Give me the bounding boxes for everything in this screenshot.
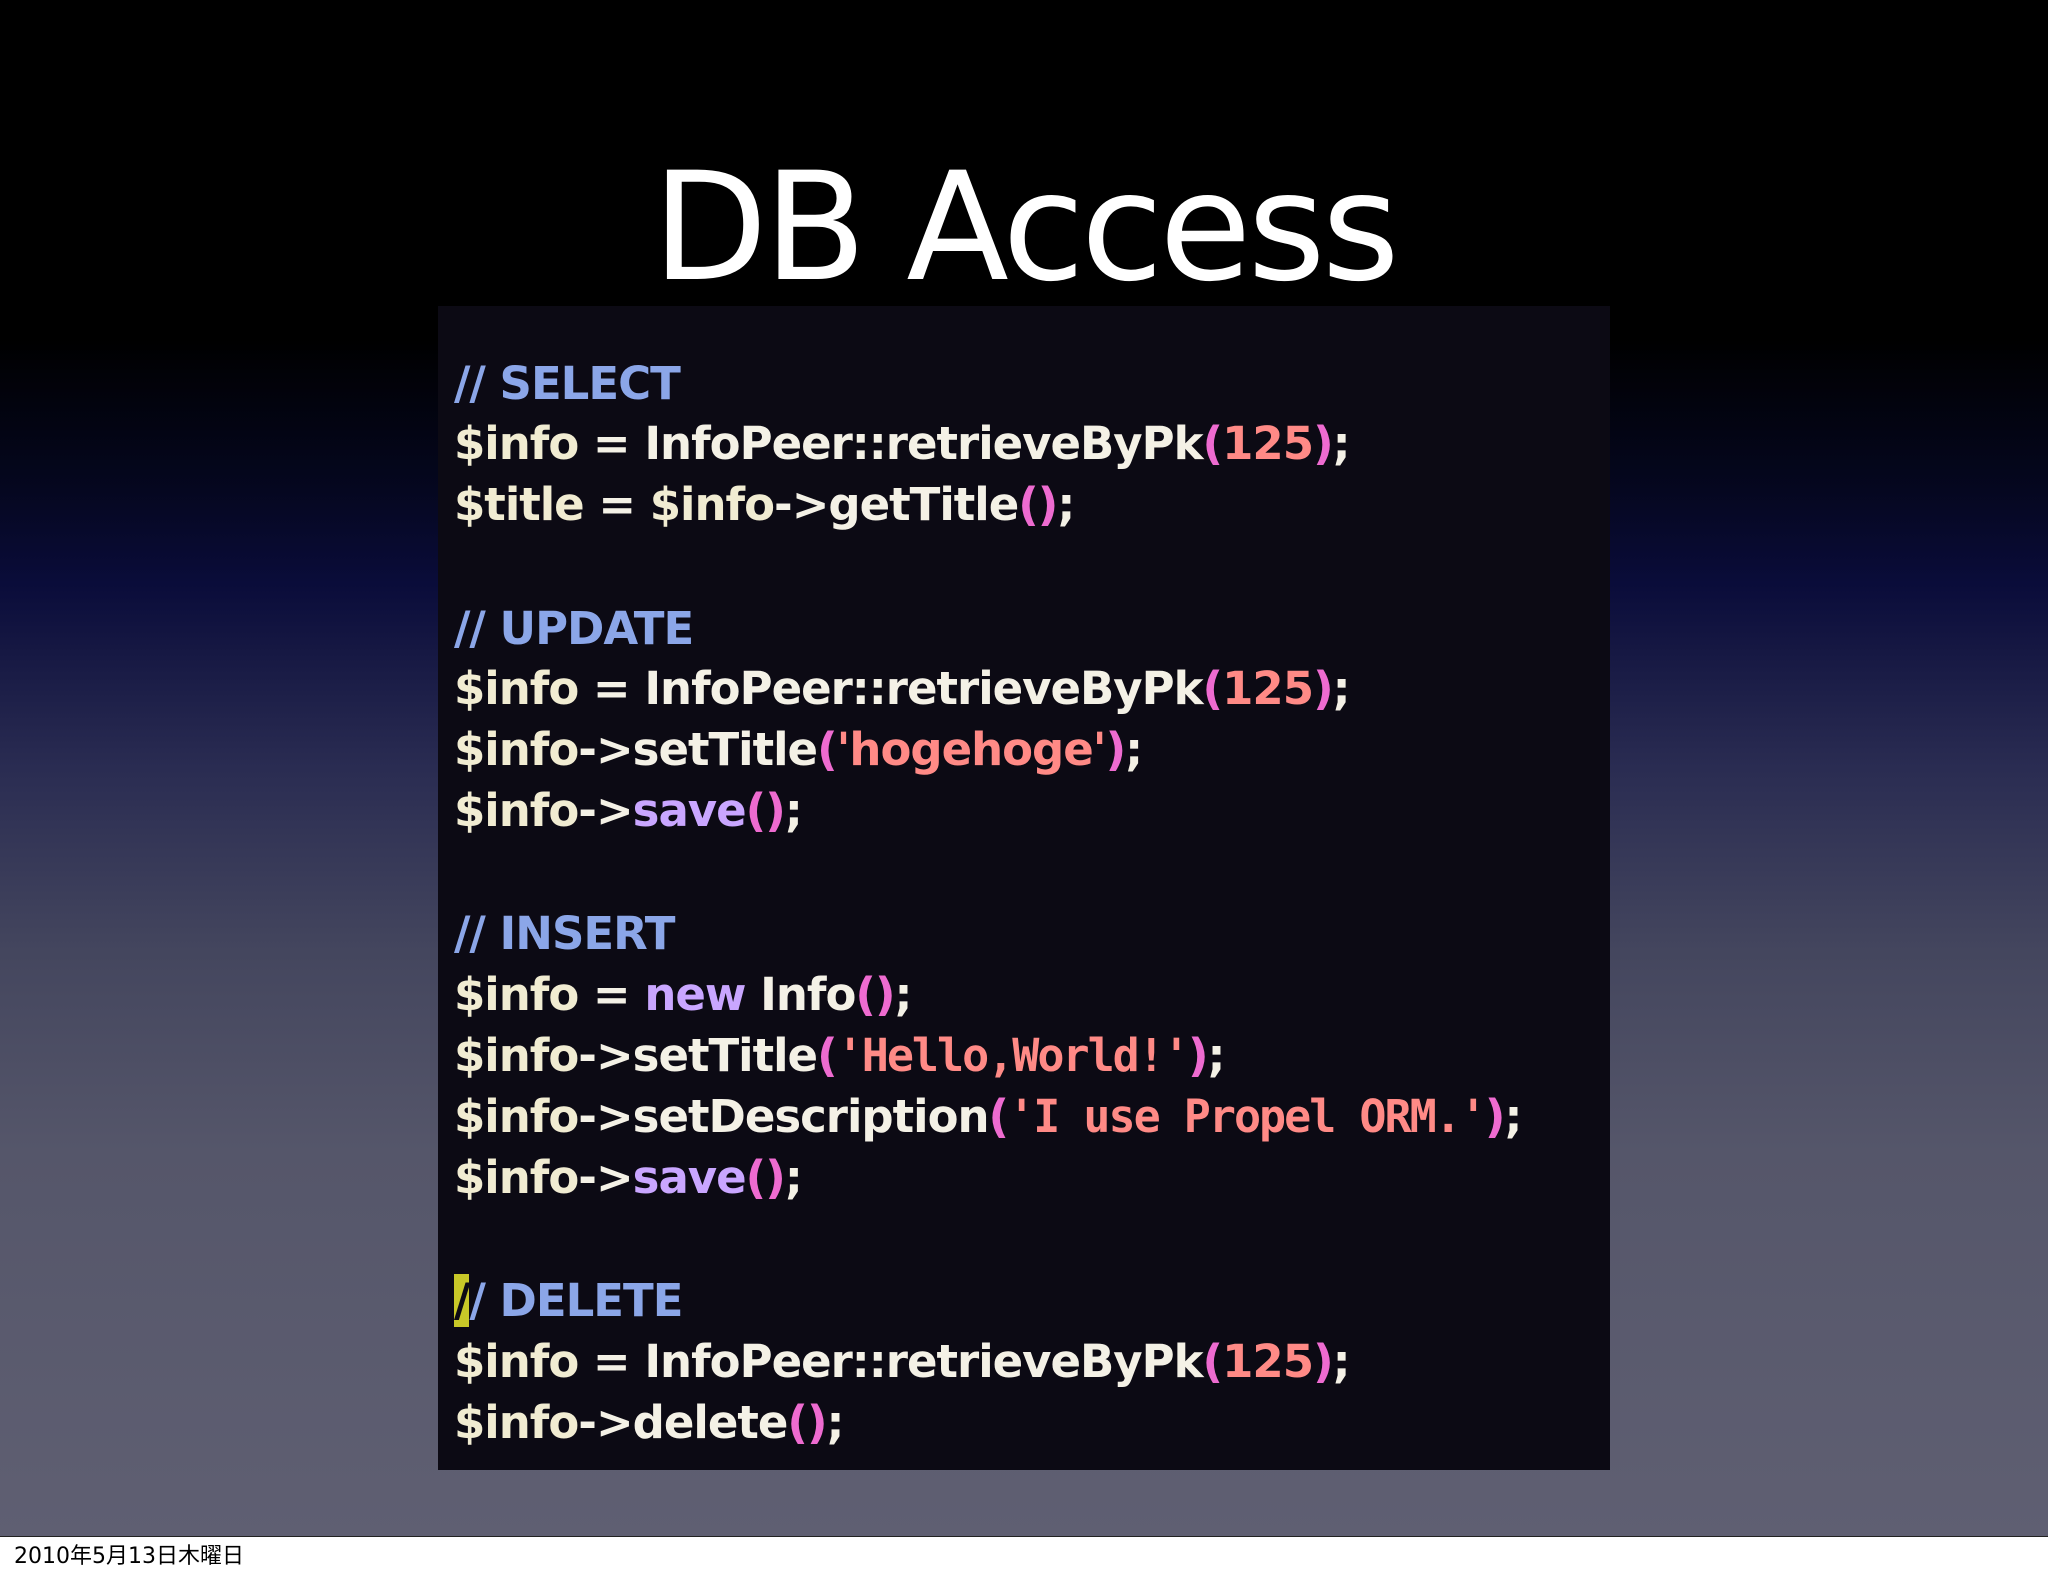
code-comment: // UPDATE bbox=[454, 602, 694, 655]
code-variable: $info bbox=[454, 662, 579, 715]
code-arrow: -> bbox=[578, 1396, 633, 1449]
code-operator: = bbox=[578, 1335, 645, 1388]
code-method: getTitle bbox=[828, 478, 1019, 531]
code-method: save bbox=[632, 784, 747, 837]
code-arrow: -> bbox=[578, 723, 633, 776]
code-variable: $info bbox=[454, 1335, 579, 1388]
code-semicolon: ; bbox=[1504, 1090, 1522, 1143]
slide: DB Access // SELECT $info = InfoPeer::re… bbox=[0, 0, 2048, 1536]
code-variable: $info bbox=[454, 1029, 579, 1082]
code-line-insert-1: $info = new Info(); bbox=[454, 967, 913, 1023]
code-paren: ) bbox=[1484, 1090, 1506, 1143]
code-paren: () bbox=[1018, 478, 1058, 531]
code-arrow: -> bbox=[578, 1029, 633, 1082]
code-paren: ) bbox=[1313, 662, 1334, 715]
code-operator: = bbox=[583, 478, 650, 531]
code-paren: ) bbox=[1187, 1029, 1209, 1082]
code-comment: / DELETE bbox=[469, 1274, 683, 1327]
code-arrow: -> bbox=[578, 784, 633, 837]
code-comment: // SELECT bbox=[454, 357, 681, 410]
code-call: InfoPeer::retrieveByPk bbox=[644, 417, 1203, 470]
code-number: 125 bbox=[1222, 662, 1314, 715]
code-paren: ( bbox=[817, 723, 838, 776]
code-line-insert-4: $info->save(); bbox=[454, 1150, 803, 1206]
code-operator: = bbox=[578, 968, 645, 1021]
code-screenshot: // SELECT $info = InfoPeer::retrieveByPk… bbox=[438, 306, 1610, 1470]
code-line-delete-2: $info->delete(); bbox=[454, 1395, 845, 1451]
slide-title: DB Access bbox=[652, 141, 1400, 315]
code-paren: ) bbox=[1313, 1335, 1334, 1388]
code-variable: $info bbox=[454, 1151, 579, 1204]
code-line-select-comment: // SELECT bbox=[454, 356, 681, 412]
code-semicolon: ; bbox=[1125, 723, 1143, 776]
code-line-update-1: $info = InfoPeer::retrieveByPk(125); bbox=[454, 661, 1351, 717]
code-string: 'I use Propel ORM.' bbox=[1008, 1090, 1487, 1143]
code-paren: () bbox=[787, 1396, 827, 1449]
code-line-update-3: $info->save(); bbox=[454, 783, 803, 839]
code-variable: $info bbox=[454, 1090, 579, 1143]
code-call: InfoPeer::retrieveByPk bbox=[644, 662, 1203, 715]
code-line-insert-3: $info->setDescription('I use Propel ORM.… bbox=[454, 1089, 1522, 1145]
code-semicolon: ; bbox=[1332, 417, 1351, 470]
code-number: 125 bbox=[1222, 1335, 1314, 1388]
code-line-select-2: $title = $info->getTitle(); bbox=[454, 477, 1075, 533]
code-method: setTitle bbox=[632, 1029, 818, 1082]
code-method: setTitle bbox=[632, 723, 818, 776]
code-method: save bbox=[632, 1151, 747, 1204]
code-semicolon: ; bbox=[1207, 1029, 1226, 1082]
code-variable: $info bbox=[454, 968, 579, 1021]
code-variable: $info bbox=[649, 478, 775, 531]
code-variable: $info bbox=[454, 417, 579, 470]
code-string: 'hogehoge' bbox=[836, 723, 1107, 776]
code-semicolon: ; bbox=[1057, 478, 1075, 531]
code-paren: () bbox=[745, 1151, 786, 1204]
code-semicolon: ; bbox=[826, 1396, 845, 1449]
code-variable: $info bbox=[454, 1396, 579, 1449]
code-line-delete-comment: // DELETE bbox=[454, 1273, 683, 1329]
code-paren: ( bbox=[988, 1090, 1010, 1143]
text-cursor: / bbox=[454, 1274, 470, 1327]
footer-bar: 2010年5月13日木曜日 bbox=[0, 1536, 2048, 1577]
code-string: 'Hello,World!' bbox=[836, 1029, 1190, 1082]
footer-date: 2010年5月13日木曜日 bbox=[14, 1544, 244, 1569]
code-keyword: new bbox=[644, 968, 746, 1021]
code-semicolon: ; bbox=[894, 968, 913, 1021]
code-variable: $info bbox=[454, 784, 579, 837]
code-arrow: -> bbox=[578, 1090, 633, 1143]
code-line-delete-1: $info = InfoPeer::retrieveByPk(125); bbox=[454, 1334, 1351, 1390]
code-arrow: -> bbox=[774, 478, 829, 531]
code-operator: = bbox=[578, 662, 645, 715]
code-variable: $title bbox=[454, 478, 585, 531]
code-paren: () bbox=[745, 784, 786, 837]
code-line-update-2: $info->setTitle('hogehoge'); bbox=[454, 722, 1143, 778]
code-line-update-comment: // UPDATE bbox=[454, 601, 694, 657]
code-class: Info bbox=[745, 968, 856, 1021]
code-paren: ( bbox=[1202, 662, 1224, 715]
code-method: setDescription bbox=[632, 1090, 990, 1143]
code-paren: () bbox=[855, 968, 895, 1021]
code-paren: ) bbox=[1313, 417, 1334, 470]
code-method: delete bbox=[632, 1396, 789, 1449]
code-comment: // INSERT bbox=[454, 907, 675, 960]
code-line-insert-comment: // INSERT bbox=[454, 906, 675, 962]
code-arrow: -> bbox=[578, 1151, 633, 1204]
code-number: 125 bbox=[1222, 417, 1314, 470]
code-paren: ( bbox=[1202, 1335, 1224, 1388]
code-semicolon: ; bbox=[1332, 662, 1351, 715]
code-semicolon: ; bbox=[784, 1151, 803, 1204]
code-line-insert-2: $info->setTitle('Hello,World!'); bbox=[454, 1028, 1226, 1084]
code-paren: ) bbox=[1105, 723, 1127, 776]
code-paren: ( bbox=[817, 1029, 838, 1082]
code-line-select-1: $info = InfoPeer::retrieveByPk(125); bbox=[454, 416, 1351, 472]
code-variable: $info bbox=[454, 723, 579, 776]
code-semicolon: ; bbox=[784, 784, 803, 837]
code-operator: = bbox=[578, 417, 645, 470]
code-call: InfoPeer::retrieveByPk bbox=[644, 1335, 1203, 1388]
code-paren: ( bbox=[1202, 417, 1224, 470]
code-semicolon: ; bbox=[1332, 1335, 1351, 1388]
